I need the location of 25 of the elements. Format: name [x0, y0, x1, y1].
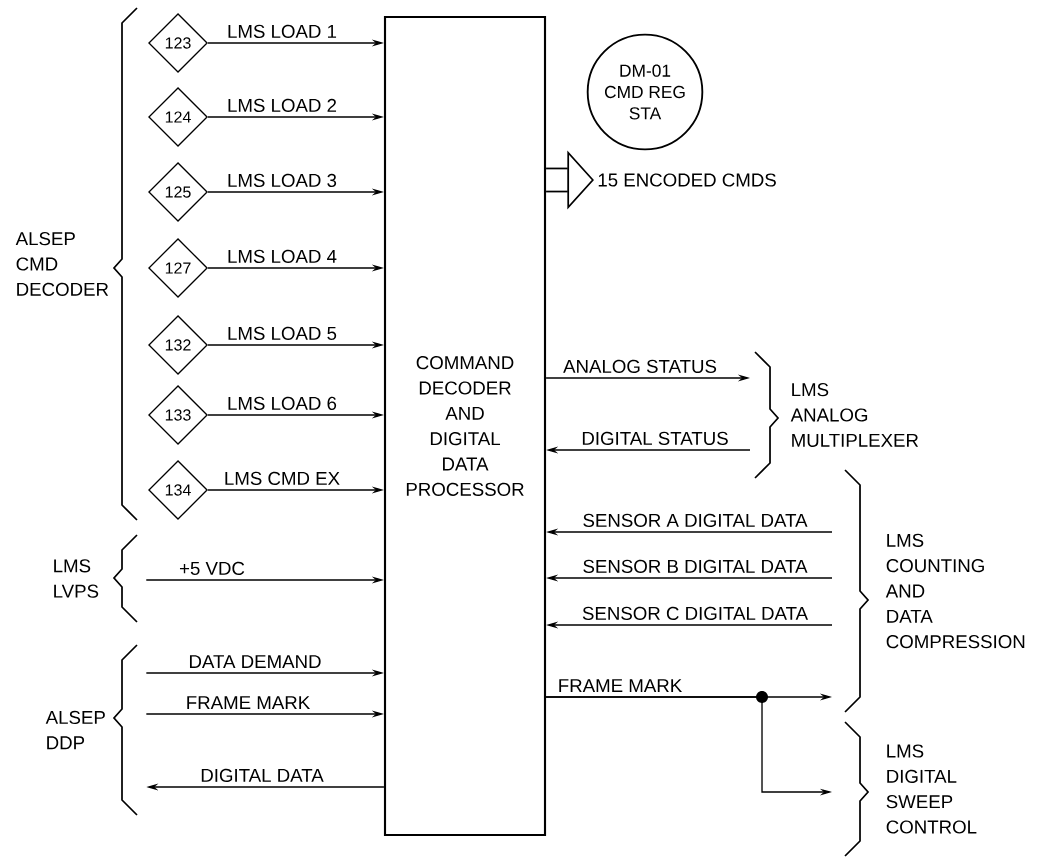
edge-label: DATA DEMAND [187, 653, 323, 670]
edge-label: +5 VDC [177, 560, 247, 577]
edge-label: LMS LOAD 3 [225, 172, 339, 189]
edge-label: LMS CMD EX [222, 470, 342, 487]
edge-label: LMS LOAD 5 [225, 325, 339, 342]
edge-label: LMS LOAD 2 [225, 97, 339, 114]
group-label: LMS LVPS [54, 559, 99, 598]
signal-label: 15 ENCODED CMDS [598, 173, 776, 187]
edge-label: LMS LOAD 1 [225, 23, 339, 40]
group-label: LMS ANALOG MULTIPLEXER [790, 383, 919, 447]
group-label: LMS DIGITAL SWEEP CONTROL [886, 744, 977, 834]
edge-label: SENSOR C DIGITAL DATA [580, 605, 810, 622]
group-label: ALSEP DDP [45, 710, 105, 750]
processor-box: COMMAND DECODER AND DIGITAL DATA PROCESSOR [383, 15, 547, 837]
edge-label: LMS LOAD 4 [225, 248, 339, 265]
group-label: LMS COUNTING AND DATA COMPRESSION [885, 533, 1025, 649]
edge-label: DIGITAL DATA [198, 767, 326, 784]
edge-label: SENSOR A DIGITAL DATA [581, 512, 809, 529]
edge-label: DIGITAL STATUS [580, 430, 730, 447]
edge-label: ANALOG STATUS [561, 358, 719, 375]
group-label: ALSEP CMD DECODER [15, 232, 109, 296]
edge-label: LMS LOAD 6 [225, 395, 339, 412]
edge-label: SENSOR B DIGITAL DATA [581, 558, 809, 575]
edge-label: FRAME MARK [556, 677, 684, 694]
edge-label: FRAME MARK [184, 694, 312, 711]
